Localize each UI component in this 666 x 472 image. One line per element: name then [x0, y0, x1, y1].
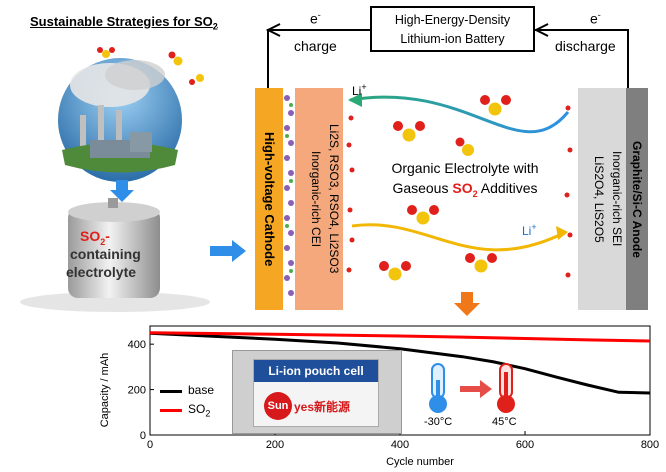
battery-label-line2: Lithium-ion Battery	[400, 32, 505, 46]
so2-molecule	[455, 137, 474, 156]
x-tick-label: 200	[266, 439, 284, 451]
x-tick-label: 400	[391, 439, 409, 451]
thermometer-hot-icon	[497, 363, 515, 413]
y-axis-label: Capacity / mAh	[99, 352, 111, 428]
anode-species: LiS2O4, LiS2O5	[592, 155, 606, 243]
y-axis-label-wrap: Capacity / mAh	[95, 336, 111, 446]
electron-label-left: e-	[310, 10, 321, 27]
tank-so2-label: SO2-	[80, 228, 110, 247]
battery-box: High-Energy-Density Lithium-ion Battery	[370, 6, 535, 52]
so2-molecule	[189, 74, 204, 85]
electrolyte-line1: Organic Electrolyte with	[391, 160, 539, 176]
li-ion-label-top: Li+	[352, 82, 367, 98]
so2-molecule	[465, 253, 497, 273]
legend: base SO2	[160, 382, 230, 422]
series-line-so2	[149, 331, 651, 343]
y-tick-label: 200	[128, 385, 146, 397]
charge-label: charge	[294, 38, 337, 54]
cathode-cei-text: Li2S, RSO3, RSO4, Li2SO3 Inorganic-rich …	[295, 88, 343, 310]
cathode-cei-label: Inorganic-rich CEI	[309, 150, 323, 248]
so2-molecule	[168, 51, 183, 66]
x-tick-label: 600	[516, 439, 534, 451]
so2-molecule	[480, 95, 511, 116]
down-arrow-icon	[110, 180, 134, 202]
electrolyte-tank-illustration	[20, 198, 210, 312]
legend-label-base: base	[188, 383, 215, 397]
right-arrow-icon	[210, 240, 246, 262]
pouch-cell-label-card: Li-ion pouch cell Sun yes新能源	[253, 359, 379, 427]
series-line-base	[149, 331, 651, 395]
factory-sphere-illustration	[58, 58, 182, 182]
thermometer-cold-icon	[429, 363, 447, 413]
anode-interface-dots	[564, 105, 573, 278]
brand-logo: Sun	[264, 392, 292, 420]
thermometer-illustration	[429, 363, 515, 413]
electrolyte-line2: Gaseous SO2 Additives	[392, 180, 538, 199]
x-tick-label: 800	[641, 439, 659, 451]
capacity-chart: 0 200 400 600 800 0 200 400	[128, 325, 660, 451]
cathode-interface-dots	[346, 115, 355, 273]
brand-text: yes新能源	[294, 400, 351, 414]
pouch-cell-label: Li-ion pouch cell	[254, 360, 378, 382]
so2-molecule	[393, 121, 425, 142]
anode-sei-layer	[578, 88, 626, 310]
legend-label-so2: SO2	[188, 402, 211, 419]
pouch-cell-photo: Li-ion pouch cell Sun yes新能源	[232, 350, 402, 434]
so2-molecule	[97, 47, 115, 58]
figure-title: Sustainable Strategies for SO2	[30, 14, 218, 32]
battery-label-line1: High-Energy-Density	[394, 13, 511, 27]
anode-block	[626, 88, 648, 310]
li-ion-label-bottom: Li+	[522, 222, 537, 238]
y-tick-label: 0	[140, 430, 146, 442]
tank-line2: containing	[70, 246, 141, 262]
so2-molecule	[379, 261, 411, 281]
discharge-label: discharge	[555, 38, 616, 54]
down-arrow-orange-icon	[454, 292, 480, 316]
anode-label: Graphite/Si-C Anode	[630, 140, 644, 258]
cathode-label: High-voltage Cathode	[262, 131, 277, 267]
temp-low-label: -30°C	[424, 416, 453, 428]
anode-sei-label: Inorganic-rich SEI	[610, 151, 624, 247]
electron-label-right: e-	[590, 10, 601, 27]
cathode-block	[255, 88, 283, 310]
cathode-species: Li2S, RSO3, RSO4, Li2SO3	[327, 124, 341, 274]
x-axis-label: Cycle number	[386, 456, 454, 468]
cathode-cei-layer	[295, 88, 343, 310]
so2-molecule	[407, 205, 439, 225]
heat-arrow-icon	[460, 380, 492, 398]
x-tick-label: 0	[147, 439, 153, 451]
tank-line3: electrolyte	[66, 264, 137, 280]
legend-swatch-base	[160, 390, 182, 393]
anode-sei-text: Inorganic-rich SEI LiS2O4, LiS2O5	[578, 88, 626, 310]
cathode-particles	[284, 95, 294, 296]
axis-ticks: 0 200 400 600 800 0 200 400	[128, 339, 660, 451]
legend-swatch-so2	[160, 409, 182, 412]
y-tick-label: 400	[128, 339, 146, 351]
electrolyte-label: Organic Electrolyte with Gaseous SO2 Add…	[360, 158, 570, 204]
temp-high-label: 45°C	[492, 416, 517, 428]
